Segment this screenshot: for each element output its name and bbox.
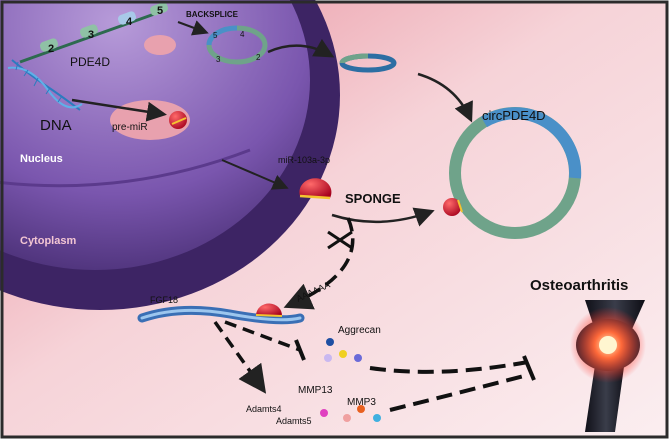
backsplice-label: BACKSPLICE	[186, 10, 239, 19]
bound-mirna-icon	[443, 198, 463, 216]
mmp-dot-icon	[357, 405, 365, 413]
dashed-inhibit-line	[224, 320, 301, 352]
aggrecan-dot-icon	[326, 338, 334, 346]
arrow-mirna-export	[221, 159, 289, 190]
mmp3-label: MMP3	[347, 397, 376, 408]
aggrecan-dot-icon	[324, 354, 332, 362]
exon-label: 5	[157, 5, 163, 17]
exon-label: 3	[88, 29, 94, 41]
arrow-backsplice	[177, 20, 209, 36]
circle-exon-label: 5	[213, 31, 218, 40]
inhibition-bar	[294, 339, 306, 361]
dashed-arrow-to-adamts	[213, 320, 267, 394]
aggrecan-label: Aggrecan	[338, 325, 381, 336]
circle-exon-label: 4	[240, 30, 245, 39]
circrna-label: circPDE4D	[482, 108, 546, 123]
circle-exon-label: 2	[256, 53, 261, 62]
inhibition-cross-icon	[327, 230, 353, 250]
pre-mir-label: pre-miR	[112, 122, 148, 133]
mmp-dot-icon	[343, 414, 351, 422]
dashed-arrow-to-fgf18	[283, 217, 355, 310]
nucleus-label: Nucleus	[20, 153, 63, 165]
aggrecan-dot-icon	[354, 354, 362, 362]
adamts4-label: Adamts4	[246, 404, 282, 414]
arrow-to-circrna	[417, 72, 473, 123]
nuclear-envelope	[0, 148, 251, 188]
dna-helix	[7, 59, 83, 111]
knee-joint-icon	[570, 300, 646, 432]
exon-label: 2	[48, 43, 54, 55]
fgf18-label: FGF18	[150, 295, 178, 305]
mirna-icon	[299, 178, 332, 200]
dashed-line-mmp-oa	[389, 373, 529, 412]
adamts-dot-icon	[320, 409, 328, 417]
circpde4d-ring	[449, 107, 582, 239]
dashed-line-aggrecan-oa	[369, 360, 529, 374]
circrna-nucleus-icon: 5 4 3 2	[206, 25, 268, 65]
exon-label: 4	[126, 16, 133, 28]
arrow-transcription	[71, 98, 167, 122]
sponge-label: SPONGE	[345, 191, 401, 206]
circrna-export-icon	[339, 53, 397, 73]
arrow-sponge	[331, 207, 435, 227]
mmp13-label: MMP13	[298, 385, 333, 396]
aggrecan-dot-icon	[339, 350, 347, 358]
mirna-bound-fgf18-icon	[255, 303, 283, 317]
circle-exon-label: 3	[216, 55, 221, 64]
mmp-dot-icon	[373, 414, 381, 422]
oa-inhibition-bar	[522, 355, 536, 381]
mirna-label: miR-103a-3p	[278, 155, 330, 165]
disease-label: Osteoarthritis	[530, 277, 628, 294]
cytoplasm-label: Cytoplasm	[20, 235, 76, 247]
gene-label: PDE4D	[70, 55, 110, 69]
arrow-export	[267, 38, 335, 58]
dna-label: DNA	[40, 117, 72, 134]
adamts5-label: Adamts5	[276, 416, 312, 426]
nuclear-pore-2	[144, 35, 176, 55]
pre-mir-icon	[169, 111, 187, 129]
exon-chain: 2 3 4 5	[19, 2, 169, 64]
